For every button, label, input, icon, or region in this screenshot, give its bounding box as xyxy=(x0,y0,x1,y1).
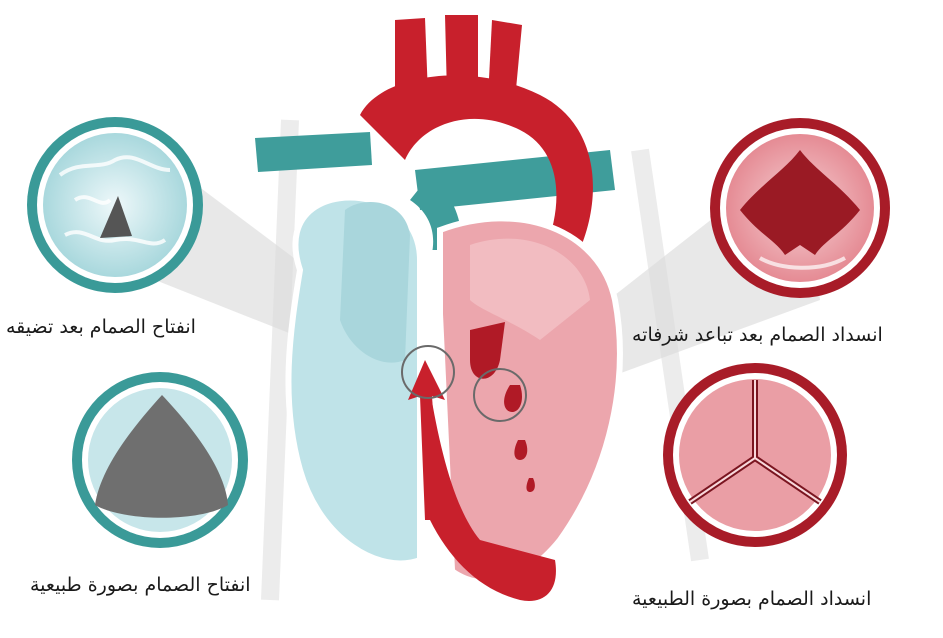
normal-valve-closed xyxy=(663,363,847,547)
heart-body xyxy=(288,198,619,601)
label-normal-closure: انسداد الصمام بصورة الطبيعية xyxy=(632,590,871,609)
prolapsed-valve-closed xyxy=(710,118,890,298)
normal-valve-open xyxy=(72,372,248,548)
label-prolapsed-closure: انسداد الصمام بعد تباعد شرفاته xyxy=(632,326,883,345)
label-stenotic-opening: انفتاح الصمام بعد تضيقه xyxy=(6,318,196,337)
label-normal-opening: انفتاح الصمام بصورة طبيعية xyxy=(30,576,251,595)
stenotic-valve-open xyxy=(27,117,203,293)
